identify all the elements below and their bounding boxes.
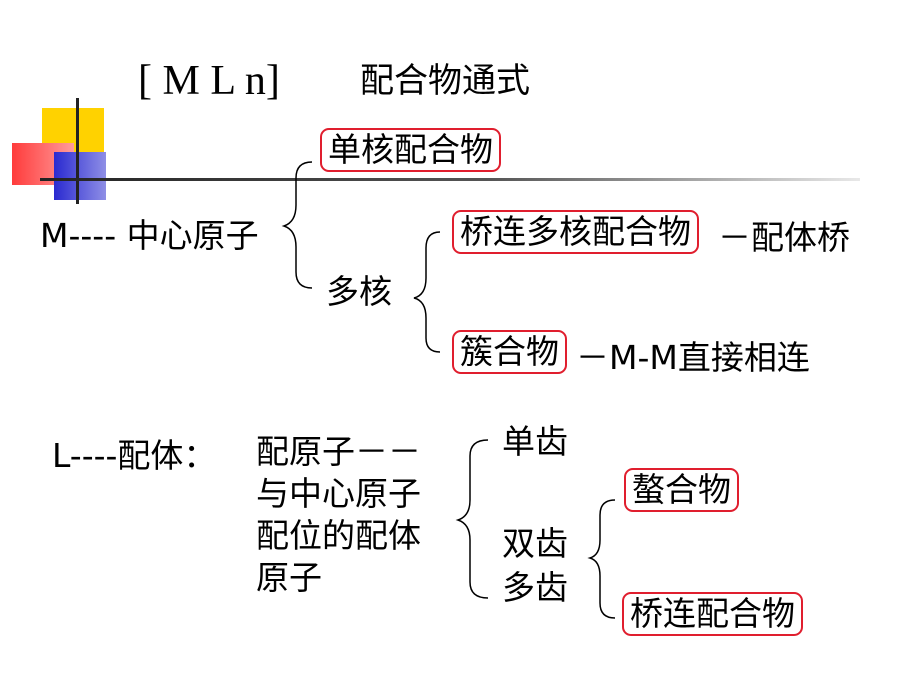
l-ligand-label: L----配体： [52, 436, 217, 475]
formula-title: [ M L n] [138, 58, 280, 104]
definition-line-3: 配位的配体 [256, 516, 421, 555]
polynuclear-label: 多核 [326, 272, 392, 311]
chelate-box: 螯合物 [624, 468, 739, 512]
m-central-atom-label: M---- 中心原子 [40, 216, 259, 255]
polydentate-label: 多齿 [502, 568, 568, 607]
definition-line-4: 原子 [256, 558, 322, 597]
decoration-blue-square [54, 152, 106, 200]
definition-line-1: 配原子－－ [256, 432, 421, 471]
brace-dentate [455, 439, 489, 599]
cluster-note: －M-M直接相连 [576, 338, 810, 377]
mononuclear-complex-box: 单核配合物 [320, 128, 501, 172]
brace-m-section [281, 161, 313, 289]
bridged-polynuclear-box: 桥连多核配合物 [452, 210, 699, 254]
decoration-horizontal-line [40, 178, 860, 181]
brace-bidentate [587, 499, 616, 619]
bidentate-label: 双齿 [502, 524, 568, 563]
decoration-vertical-line [76, 98, 79, 204]
brace-polynuclear [413, 231, 441, 353]
cluster-box: 簇合物 [452, 330, 567, 374]
page-title: 配合物通式 [360, 61, 530, 101]
bridged-note: －配体桥 [718, 218, 850, 257]
bridged-complex-box: 桥连配合物 [622, 592, 803, 636]
monodentate-label: 单齿 [502, 422, 568, 461]
definition-line-2: 与中心原子 [256, 474, 421, 513]
